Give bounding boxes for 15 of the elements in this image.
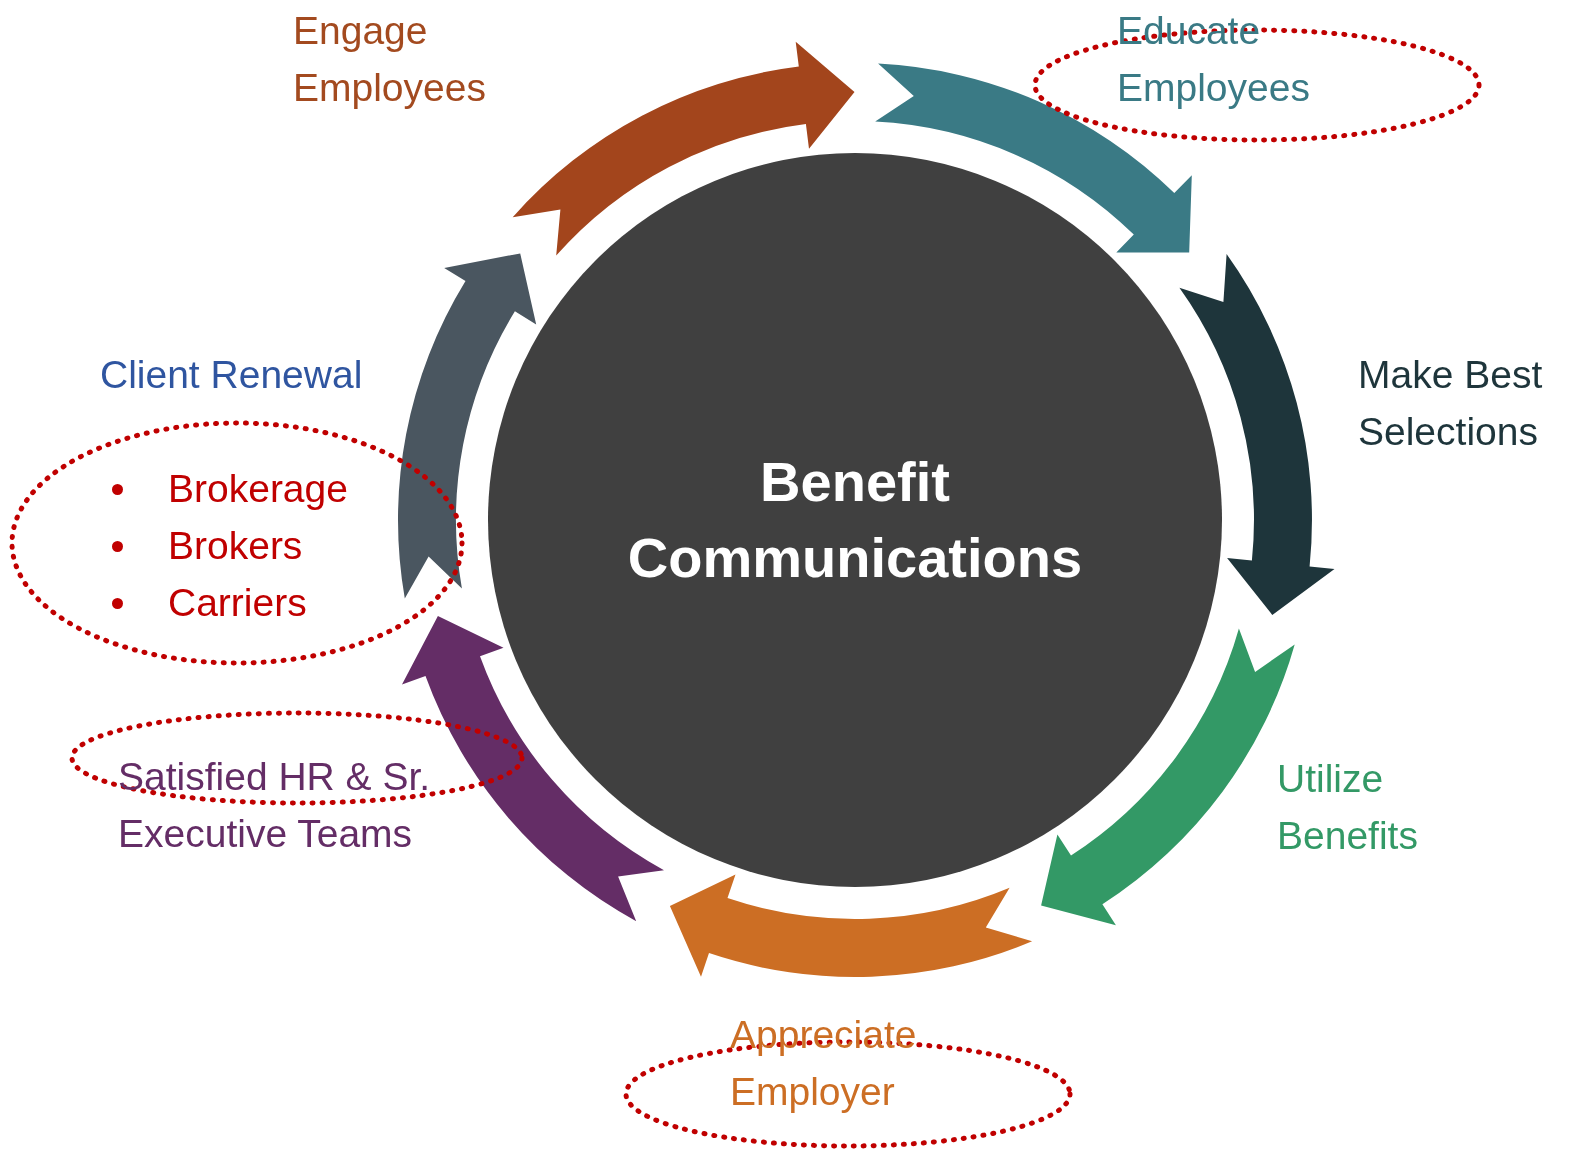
stage-label: Client Renewal — [100, 352, 364, 398]
stage-label: Engage Employees — [293, 8, 487, 111]
stage-label: Appreciate Employer — [730, 1012, 918, 1115]
list-item: Brokerage — [168, 466, 348, 512]
stage-label: Utilize Benefits — [1277, 756, 1419, 859]
stage-label: Educate Employees — [1117, 8, 1311, 111]
list-item: Carriers — [168, 580, 307, 626]
cycle-segment — [1179, 254, 1335, 615]
cycle-segment — [512, 41, 855, 256]
list-item: Brokers — [168, 523, 303, 569]
cycle-segment — [398, 253, 537, 599]
center-title: Benefit Communications — [626, 449, 1084, 591]
stage-label: Make Best Selections — [1358, 352, 1544, 455]
cycle-segment — [669, 874, 1033, 977]
stage-label: Satisfied HR & Sr. Executive Teams — [118, 754, 432, 857]
